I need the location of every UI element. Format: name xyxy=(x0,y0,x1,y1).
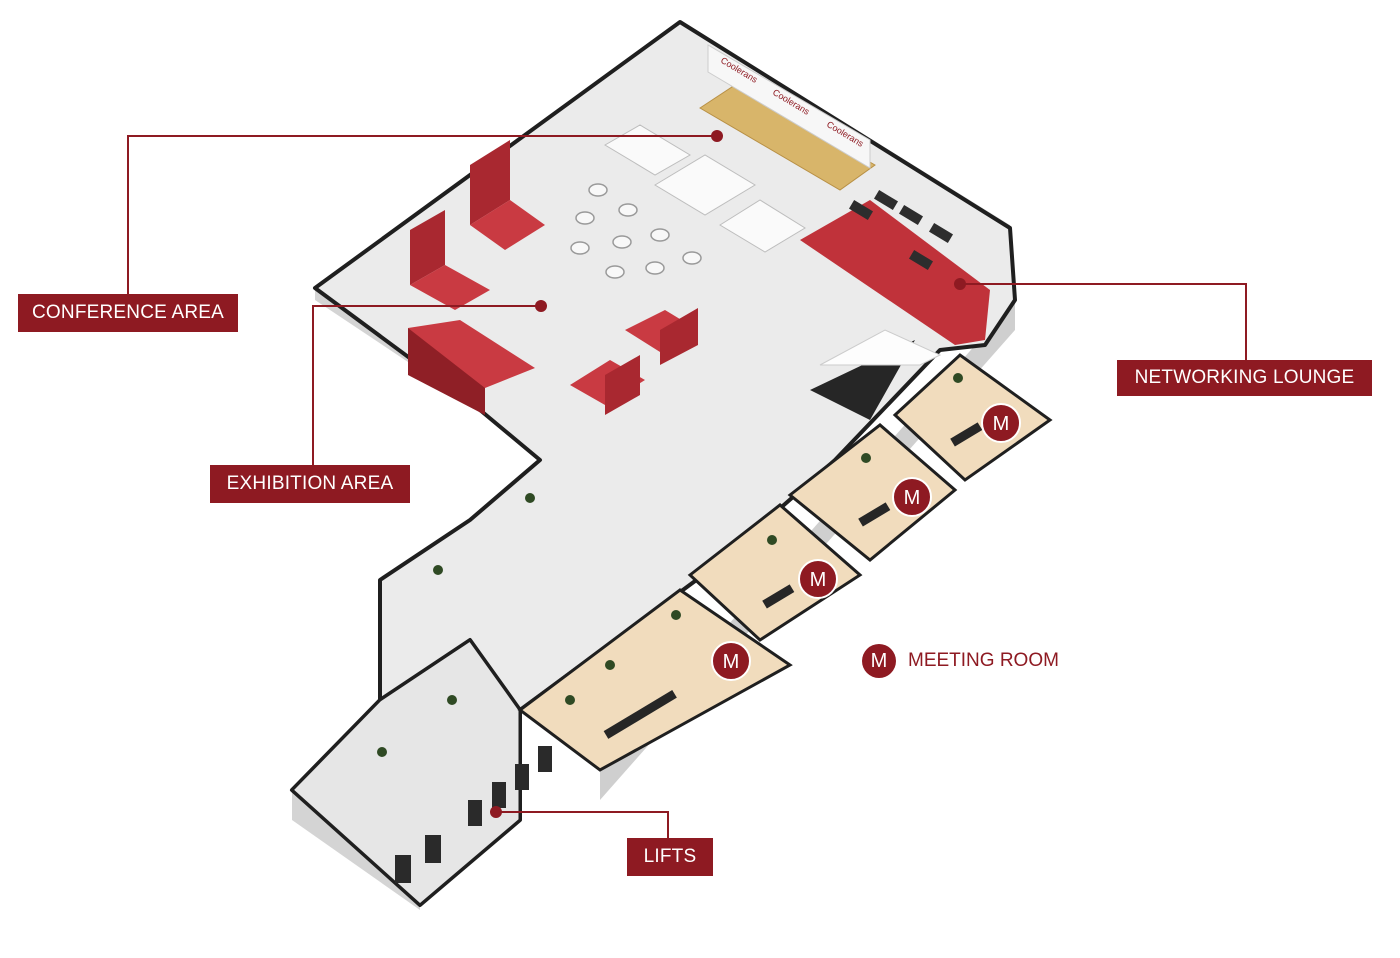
meeting-room-badge: M xyxy=(981,403,1021,443)
meeting-rooms xyxy=(517,353,1053,772)
svg-text:M: M xyxy=(904,487,921,509)
lift-shafts xyxy=(395,746,552,883)
lifts-label: LIFTS xyxy=(627,838,713,876)
leader-dots xyxy=(490,130,966,818)
svg-text:M: M xyxy=(810,569,827,591)
networking-lounge-label: NETWORKING LOUNGE xyxy=(1117,360,1372,396)
exhibition-stands xyxy=(408,140,698,415)
meeting-room-badge: M xyxy=(892,477,932,517)
svg-text:M: M xyxy=(723,651,740,673)
meeting-room-4 xyxy=(892,353,1053,482)
svg-text:M: M xyxy=(993,413,1010,435)
seating-rows xyxy=(604,124,806,253)
round-tables xyxy=(570,183,702,279)
meeting-room-badge: M xyxy=(711,641,751,681)
exhibition-leader xyxy=(312,305,541,465)
networking-lounge-floor xyxy=(800,200,990,345)
meeting-room-legend-badge: M xyxy=(862,644,896,678)
conference-leader xyxy=(127,135,717,294)
meeting-room-3 xyxy=(787,423,958,562)
meeting-room-badge: M xyxy=(798,559,838,599)
conference-area-label: CONFERENCE AREA xyxy=(18,294,238,332)
meeting-room-legend-text: MEETING ROOM xyxy=(908,650,1059,671)
lifts-leader xyxy=(496,811,669,838)
meeting-room-2 xyxy=(687,503,863,642)
legend: M MEETING ROOM xyxy=(862,644,1059,678)
exhibition-area-label: EXHIBITION AREA xyxy=(210,465,410,503)
lounge-furniture xyxy=(848,190,954,270)
meeting-tables xyxy=(603,422,983,739)
meeting-room-1 xyxy=(517,588,793,772)
stage xyxy=(699,84,876,191)
meeting-room-badges: M M M M xyxy=(711,403,1021,681)
leader-lines xyxy=(127,135,1247,838)
networking-leader xyxy=(960,283,1247,360)
plants xyxy=(377,373,963,757)
